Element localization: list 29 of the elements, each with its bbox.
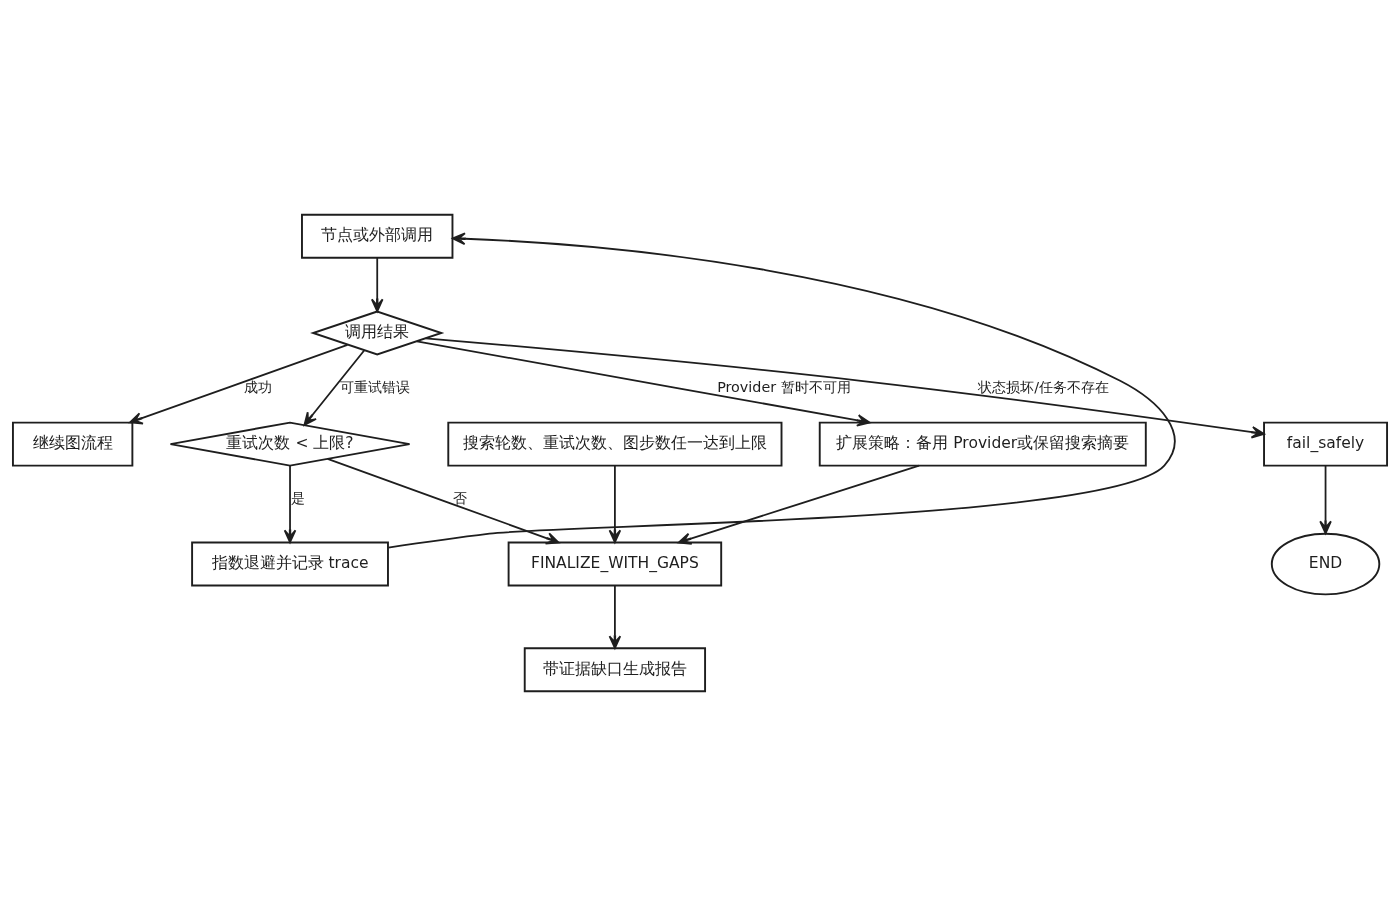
edge-label: 可重试错误	[340, 379, 411, 396]
arrow	[326, 458, 560, 545]
node-box: fail_safely	[1263, 421, 1388, 467]
node-box: 扩展策略：备用 Provider或保留搜索摘要	[818, 421, 1147, 467]
node-box: 继续图流程	[12, 421, 134, 467]
node-ellipse: END	[1270, 532, 1381, 596]
node-box: 带证据缺口生成报告	[523, 647, 707, 693]
edge-label: 是	[290, 490, 305, 507]
node-diamond: 调用结果	[310, 310, 445, 356]
edge-label: Provider 暂时不可用	[717, 379, 851, 396]
arrow	[387, 232, 1176, 549]
arrow	[129, 343, 349, 425]
arrow	[608, 464, 622, 544]
node-box: 搜索轮数、重试次数、图步数任一达到上限	[447, 421, 783, 467]
edge-label: 状态损坏/任务不存在	[978, 379, 1110, 396]
node-box: 指数退避并记录 trace	[191, 541, 389, 587]
arrow	[370, 257, 384, 313]
node-box: 节点或外部调用	[301, 213, 454, 259]
edge-label: 成功	[244, 379, 273, 396]
arrow	[283, 464, 297, 544]
arrow	[677, 464, 920, 545]
arrow	[1319, 464, 1332, 535]
edge-label: 否	[453, 490, 468, 507]
arrow	[303, 349, 366, 426]
node-diamond: 重试次数 < 上限?	[169, 421, 411, 467]
node-box: FINALIZE_WITH_GAPS	[507, 541, 723, 587]
arrow	[424, 337, 1265, 439]
arrow	[608, 584, 622, 650]
arrow	[416, 340, 871, 427]
